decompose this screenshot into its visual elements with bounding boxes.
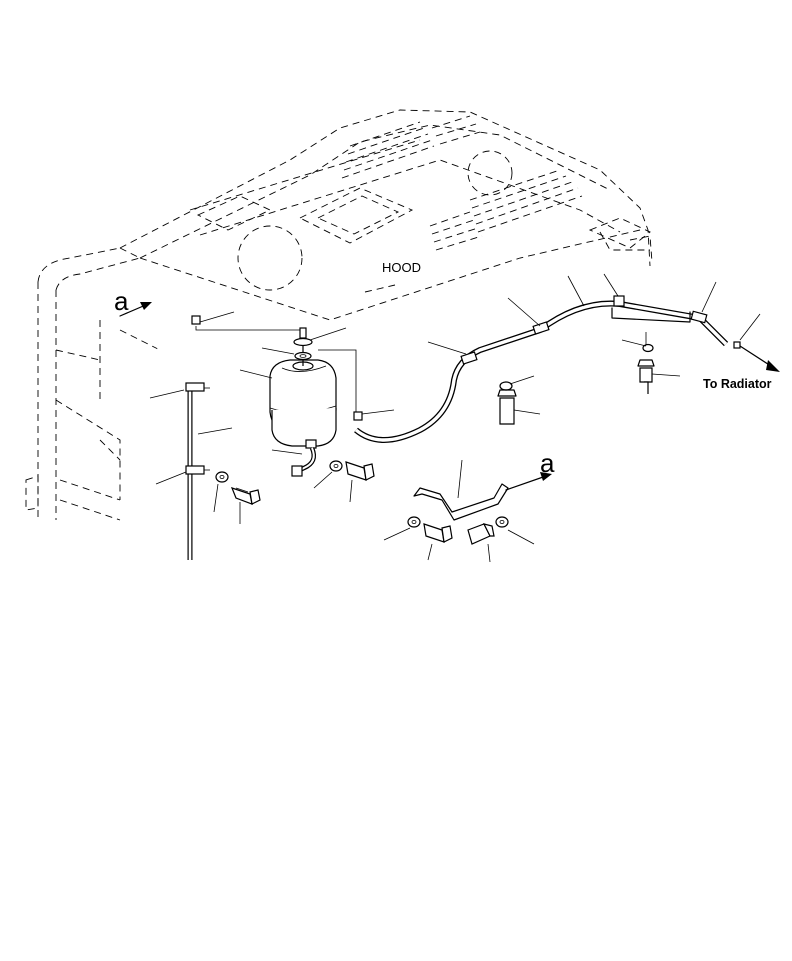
fitting-leader: [318, 349, 357, 412]
lower-washer-right: [495, 516, 509, 528]
reserve-tank: [269, 359, 337, 447]
view-arrow-right: [505, 472, 552, 491]
lower-bracket: [413, 483, 509, 521]
lower-bolt-right: [467, 523, 495, 545]
tank-cap: [293, 327, 313, 366]
hose-bracket: [611, 307, 691, 323]
leader-lines: [149, 273, 761, 563]
clamp-washer-1: [215, 471, 229, 483]
hood-outline: [119, 109, 651, 321]
lower-bolt-left: [423, 523, 453, 543]
frame-structure: [25, 231, 653, 521]
overflow-hose-left: [154, 302, 201, 390]
to-radiator-label: To Radiator: [703, 377, 772, 391]
view-marker-right: a: [540, 448, 555, 478]
hose-fitting-mid: [353, 411, 363, 421]
drain-pipe: [185, 382, 210, 560]
tank-bolt: [345, 461, 375, 481]
hood-label: HOOD: [382, 260, 421, 275]
tank-washer: [329, 460, 343, 472]
bracket-bolt: [637, 359, 655, 394]
view-marker-left: a: [114, 286, 129, 316]
middle-washer: [499, 381, 513, 391]
hose-to-radiator: [354, 295, 741, 443]
hood-grilles: [341, 115, 583, 251]
clamp-bolt-1: [230, 487, 261, 505]
to-radiator-arrow: [739, 345, 780, 372]
view-arrow-left: [119, 302, 152, 317]
lower-washer-left: [407, 516, 421, 528]
cap-leader: [195, 326, 300, 331]
middle-bolt: [497, 389, 517, 425]
tank-bottom-fitting: [291, 439, 317, 477]
